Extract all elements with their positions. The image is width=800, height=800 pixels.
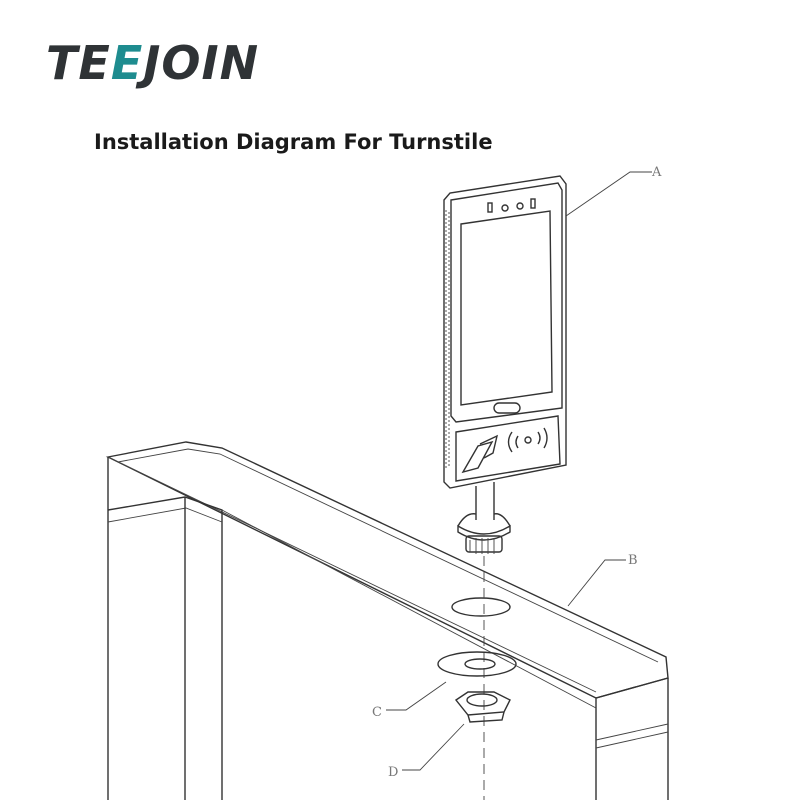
callout-label-b: B [628,553,638,568]
callout-label-c: C [372,705,382,720]
washer [437,651,517,677]
callout-label-d: D [388,765,398,780]
page-title: Installation Diagram For Turnstile [94,130,493,154]
face-recognition-terminal [443,175,567,554]
callout-leaders [386,171,652,771]
turnstile-cabinet [105,441,669,800]
logo-text-prefix: TE [46,36,111,90]
callout-label-a: A [651,165,662,180]
brand-logo: TEEJOIN [46,40,259,86]
logo-text-accent: E [110,36,144,90]
hex-nut [454,691,511,723]
logo-text-suffix: JOIN [143,36,260,90]
